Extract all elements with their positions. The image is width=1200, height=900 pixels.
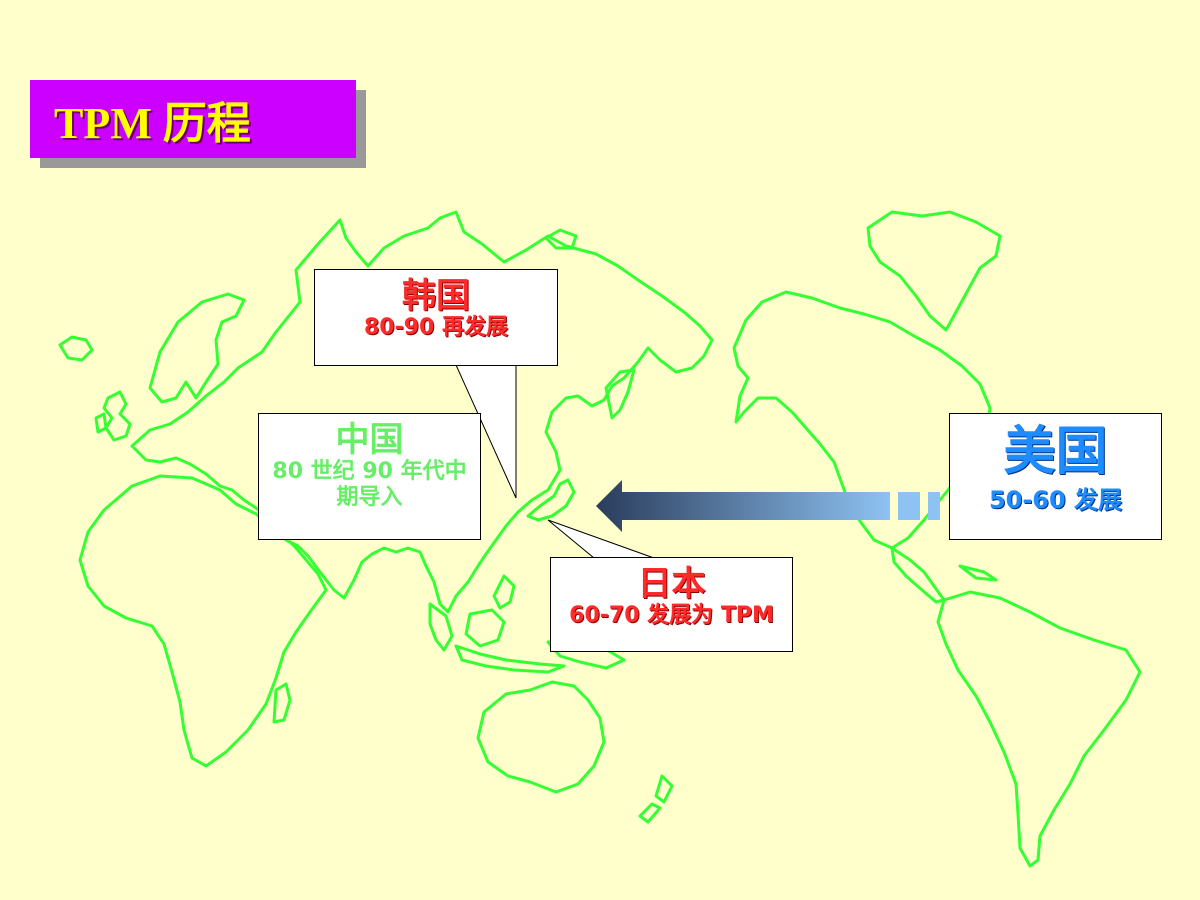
caribbean-shape — [958, 564, 998, 582]
usa-label: 美国 — [1003, 422, 1108, 482]
madagascar-shape — [272, 682, 292, 724]
south-america-shape — [936, 590, 1142, 868]
usa-callout: 美国 50-60 发展 — [949, 413, 1162, 540]
greenland-shape — [866, 210, 1002, 332]
sumatra-java-shape — [454, 644, 566, 674]
central-america-shape — [890, 546, 946, 604]
japan-callout: 日本 60-70 发展为 TPM — [550, 557, 793, 652]
china-callout: 中国 80 世纪 90 年代中期导入 — [258, 413, 481, 540]
arrow-body — [596, 480, 890, 532]
arctic-island-shape — [544, 228, 578, 250]
japan-label: 日本 — [637, 564, 706, 604]
arrow-dash-1 — [898, 492, 920, 520]
korea-callout: 韩国 80-90 再发展 — [314, 269, 558, 366]
north-america-shape — [732, 290, 992, 550]
malay-peninsula-shape — [428, 602, 454, 652]
japan-shape — [526, 478, 576, 522]
left-arrow-icon — [596, 480, 940, 532]
arrow-dash-2 — [928, 492, 940, 520]
australia-shape — [476, 680, 606, 794]
new-zealand-shape — [654, 774, 674, 804]
japan-description: 60-70 发展为 TPM — [569, 603, 774, 629]
new-zealand-south-shape — [638, 802, 662, 824]
korea-label: 韩国 — [402, 276, 470, 316]
korea-description: 80-90 再发展 — [363, 315, 509, 341]
page-title: TPM 历程 — [54, 99, 251, 148]
ireland-shape — [94, 412, 108, 434]
africa-shape — [78, 474, 328, 768]
china-description: 80 世纪 90 年代中期导入 — [272, 459, 467, 510]
china-label: 中国 — [335, 420, 404, 460]
scandinavia-shape — [148, 292, 246, 404]
eurasia-shape — [130, 210, 714, 614]
iceland-shape — [58, 335, 94, 362]
usa-description: 50-60 发展 — [988, 486, 1123, 515]
british-isles-shape — [102, 390, 132, 442]
title-box: TPM 历程 — [30, 80, 356, 158]
borneo-shape — [464, 608, 506, 648]
philippines-shape — [492, 574, 516, 610]
kamchatka-shape — [604, 368, 636, 420]
